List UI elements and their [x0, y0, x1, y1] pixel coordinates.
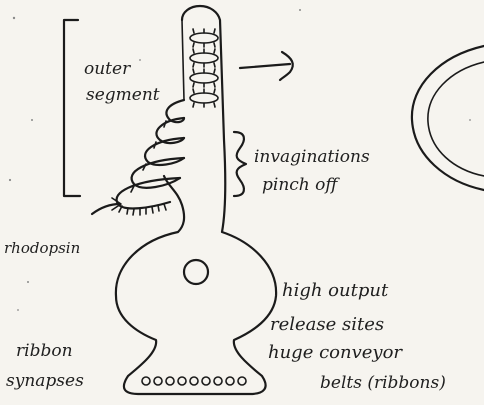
label-belts-ribbons: belts (ribbons): [320, 373, 446, 393]
membrane-folds: [117, 100, 184, 215]
label-pinch-off: pinch off: [262, 175, 340, 195]
rhodopsin-pointer: [92, 204, 120, 214]
label-invaginations: invaginations: [254, 147, 370, 167]
outer-segment-discs: [190, 29, 218, 107]
label-segment: segment: [86, 85, 160, 105]
label-high-output: high output: [282, 280, 389, 301]
nucleus: [184, 260, 208, 284]
arrow-right-icon: [240, 52, 293, 80]
ribbon-vesicles: [142, 377, 246, 385]
label-huge-conveyor: huge conveyor: [268, 342, 403, 363]
label-rhodopsin: rhodopsin: [4, 239, 80, 257]
label-synapses: synapses: [6, 371, 84, 391]
label-outer: outer: [84, 59, 131, 79]
outer-segment-bracket: [64, 20, 80, 196]
cross-section-inner: [428, 62, 484, 176]
photoreceptor-outline: [116, 6, 276, 394]
label-ribbon: ribbon: [16, 341, 73, 361]
invagination-brace: [234, 132, 246, 196]
label-release-sites: release sites: [270, 314, 384, 335]
cross-section-outline: [412, 46, 484, 190]
stalk-inner-edge: [182, 20, 184, 100]
